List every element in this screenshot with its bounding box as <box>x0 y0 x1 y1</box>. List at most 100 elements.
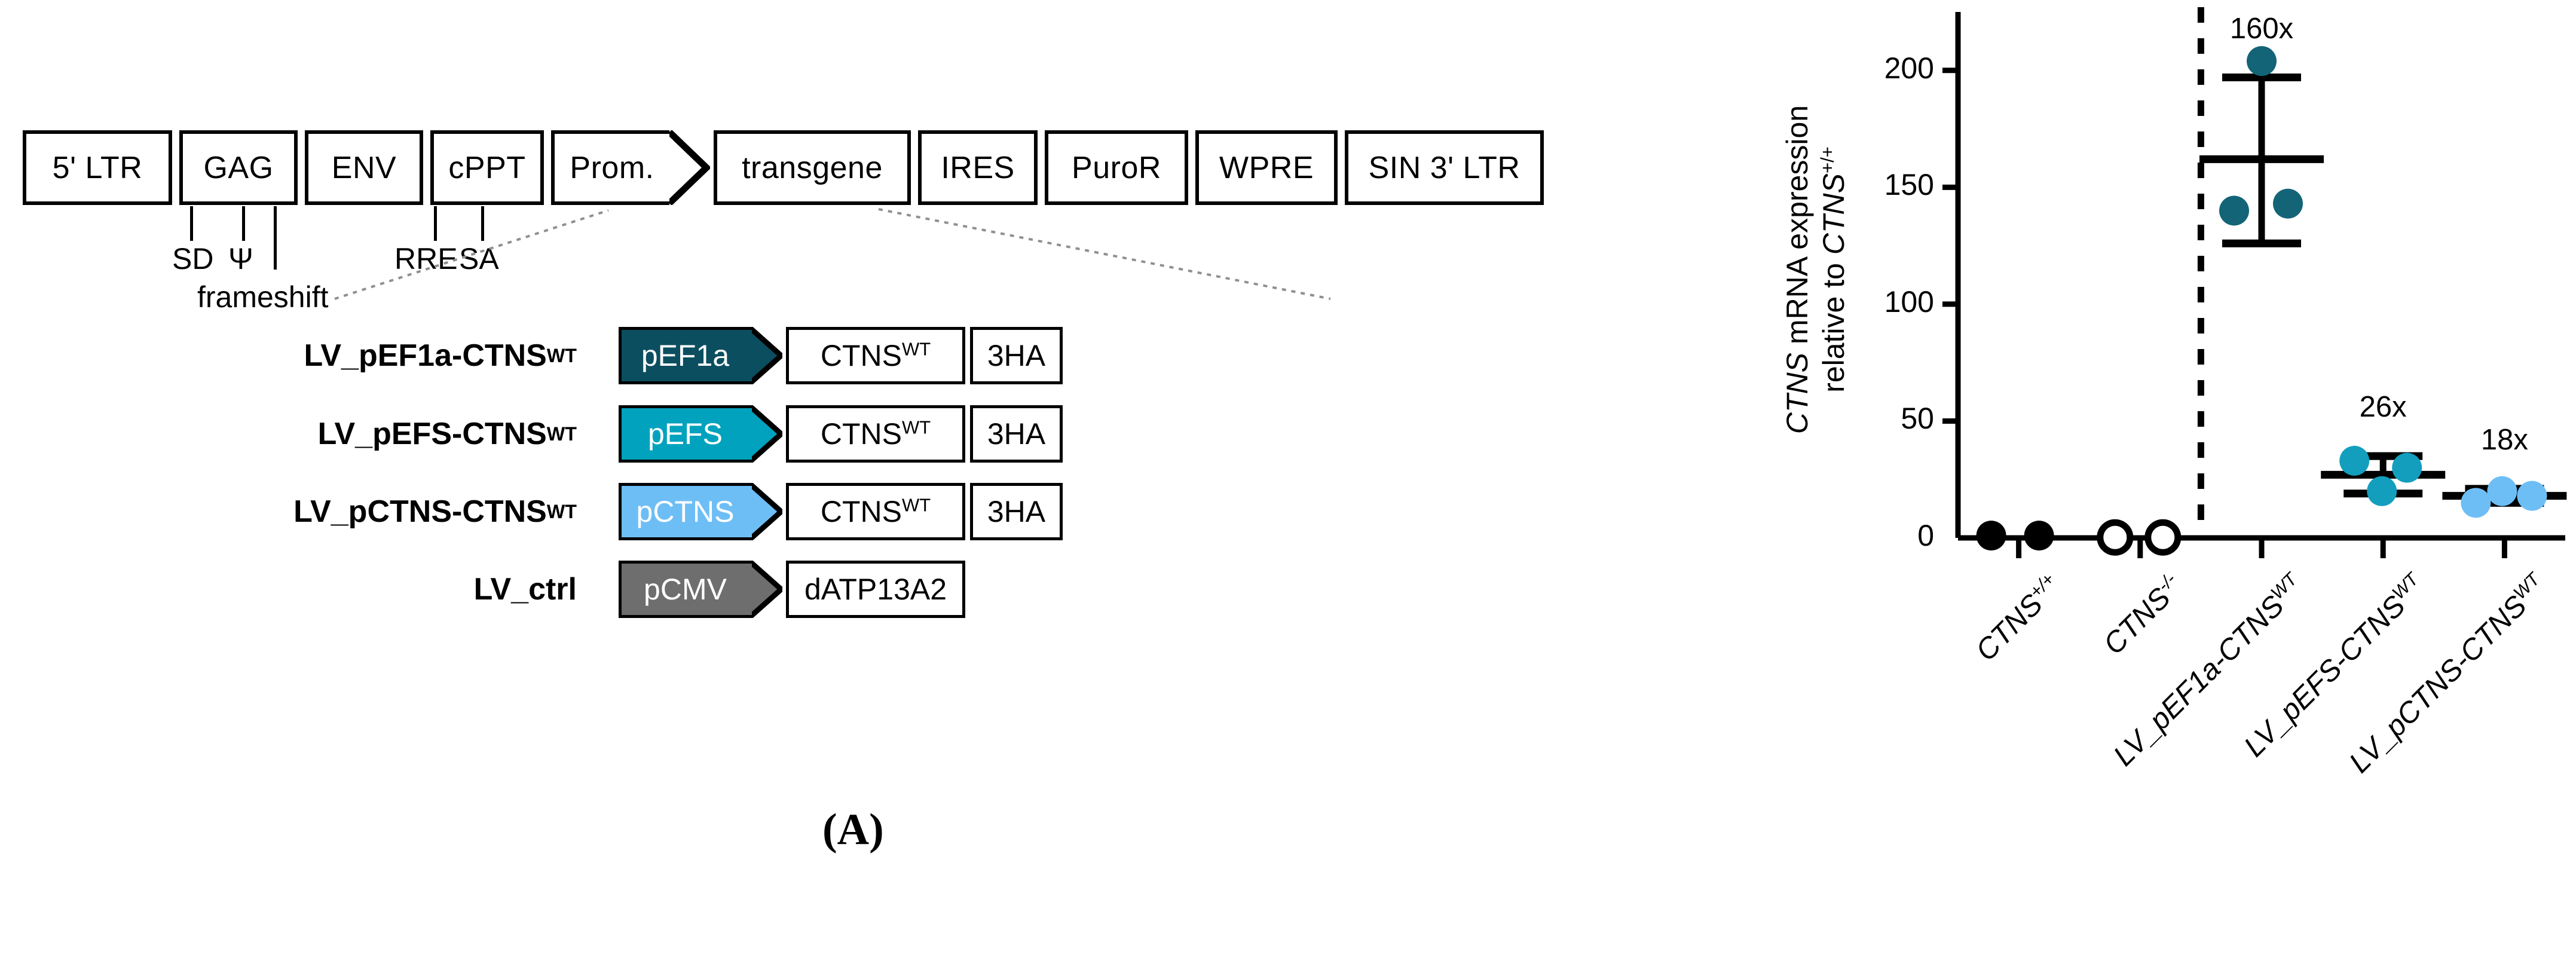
series-lv-pefs-ctnswt <box>2321 445 2446 506</box>
promoter-tag-pef1a: pEF1a <box>619 327 782 384</box>
gene-box-label: 3HA <box>987 417 1046 451</box>
gene-box-3ha: 3HA <box>970 327 1063 384</box>
data-point <box>2461 488 2491 518</box>
promoter-tag-label: pEFS <box>647 417 723 451</box>
cassette-element-label: WPRE <box>1219 150 1314 185</box>
promoter-tag-pcmv: pCMV <box>619 561 782 618</box>
cassette-element-label: ENV <box>331 150 397 185</box>
cassette-element-cppt: cPPT <box>430 130 544 205</box>
promoter-tag-label: pCTNS <box>636 495 735 528</box>
cassette-element-label: SIN 3' LTR <box>1368 150 1520 185</box>
cassette-element-wpre: WPRE <box>1195 130 1338 205</box>
gene-box-label: 3HA <box>987 339 1046 372</box>
y-tick-label: 200 <box>1884 51 1934 85</box>
gene-box-datp13a2: dATP13A2 <box>786 561 965 618</box>
y-tick-label: 0 <box>1917 519 1934 552</box>
gene-box-label: CTNSWT <box>820 494 931 528</box>
cassette-element-label: PuroR <box>1072 150 1161 185</box>
promoter-tag-label: pCMV <box>644 573 727 606</box>
data-point <box>2339 445 2370 476</box>
annotation-label-sa: SA <box>459 242 499 276</box>
annotation-label-sd: SD <box>172 242 214 276</box>
annotation-label-rre: RRE <box>394 242 458 276</box>
gene-box-ctns: CTNSWT <box>786 483 965 540</box>
annotation-tick-frameshift <box>274 206 277 270</box>
data-point <box>2367 476 2397 506</box>
y-tick-label: 50 <box>1901 402 1934 436</box>
lentiviral-vector-cassette: 5' LTR GAG ENV cPPT Prom. transgene IRES PuroR W… <box>23 130 1551 205</box>
annotation-label-frameshift: frameshift <box>197 280 329 314</box>
gene-box-ctns: CTNSWT <box>786 405 965 463</box>
data-point <box>1976 521 2006 551</box>
annotation-tick-- <box>242 206 245 241</box>
annotation-tick-sa <box>481 206 484 241</box>
y-tick-label: 100 <box>1884 284 1934 319</box>
gene-box-label: dATP13A2 <box>804 573 947 606</box>
promoter-arrow-tip-icon <box>749 327 782 384</box>
gene-box-3ha: 3HA <box>970 405 1063 463</box>
cassette-element-env: ENV <box>305 130 423 205</box>
cassette-element-label: IRES <box>941 150 1015 185</box>
promoter-arrow-tip-icon <box>749 561 782 618</box>
cassette-element-label: transgene <box>742 150 883 185</box>
cassette-element-prom: Prom. <box>551 130 710 205</box>
data-point <box>2247 46 2277 77</box>
gene-box-ctns: CTNSWT <box>786 327 965 384</box>
construct-row-lv-ctrl: LV_ctrl pCMV dATP13A2 <box>474 561 965 618</box>
cassette-element-label: cPPT <box>448 150 526 185</box>
data-point <box>2097 519 2134 556</box>
promoter-tag-pctns: pCTNS <box>619 483 782 540</box>
promoter-tag-pefs: pEFS <box>619 405 782 463</box>
cassette-element-label: GAG <box>203 150 274 185</box>
annotation-tick-sd <box>190 206 193 241</box>
fold-change-label: 160x <box>2229 12 2294 45</box>
data-point <box>2392 452 2422 483</box>
data-point <box>2273 188 2303 219</box>
fold-change-label: 18x <box>2480 423 2528 456</box>
data-point <box>2219 195 2249 226</box>
cassette-element-label: Prom. <box>570 150 654 185</box>
scatter-plot-canvas <box>1942 7 2567 558</box>
series-ctns- <box>1976 521 2054 551</box>
cassette-element-sin-3-ltr: SIN 3' LTR <box>1345 130 1544 205</box>
figure-root: 5' LTR GAG ENV cPPT Prom. transgene IRES PuroR W… <box>23 0 2576 885</box>
y-tick-label: 150 <box>1884 168 1934 202</box>
promoter-arrow-tip-icon <box>749 405 782 463</box>
fold-change-label: 26x <box>2359 391 2407 424</box>
gene-box-label: CTNSWT <box>820 338 931 372</box>
cassette-element-gag: GAG <box>179 130 298 205</box>
promoter-arrow-tip-icon <box>749 483 782 540</box>
data-point <box>2144 519 2182 556</box>
cassette-element-ires: IRES <box>918 130 1038 205</box>
construct-name-label: LV_ctrl <box>473 572 577 607</box>
data-point <box>2487 476 2517 506</box>
gene-box-label: CTNSWT <box>820 417 931 451</box>
cassette-element-5-ltr: 5' LTR <box>23 130 172 205</box>
series-ctns- <box>2097 519 2182 556</box>
promoter-tag-label: pEF1a <box>641 339 730 372</box>
series-lv-pctns-ctnswt <box>2442 476 2567 518</box>
annotation-label--: Ψ <box>228 242 253 276</box>
gene-box-label: 3HA <box>987 495 1046 528</box>
promoter-arrow-tip-icon <box>669 130 710 205</box>
panel-a-letter: (A) <box>822 805 884 854</box>
data-point <box>2024 521 2054 551</box>
guide-line-right <box>878 208 1331 300</box>
panel-a: 5' LTR GAG ENV cPPT Prom. transgene IRES PuroR W… <box>23 130 1551 854</box>
cassette-element-puror: PuroR <box>1045 130 1188 205</box>
cassette-element-label: 5' LTR <box>52 150 143 185</box>
gene-box-3ha: 3HA <box>970 483 1063 540</box>
cassette-element-transgene: transgene <box>714 130 911 205</box>
data-point <box>2517 481 2547 511</box>
annotation-tick-rre <box>434 206 437 241</box>
series-lv-pef1a-ctnswt <box>2199 46 2324 247</box>
